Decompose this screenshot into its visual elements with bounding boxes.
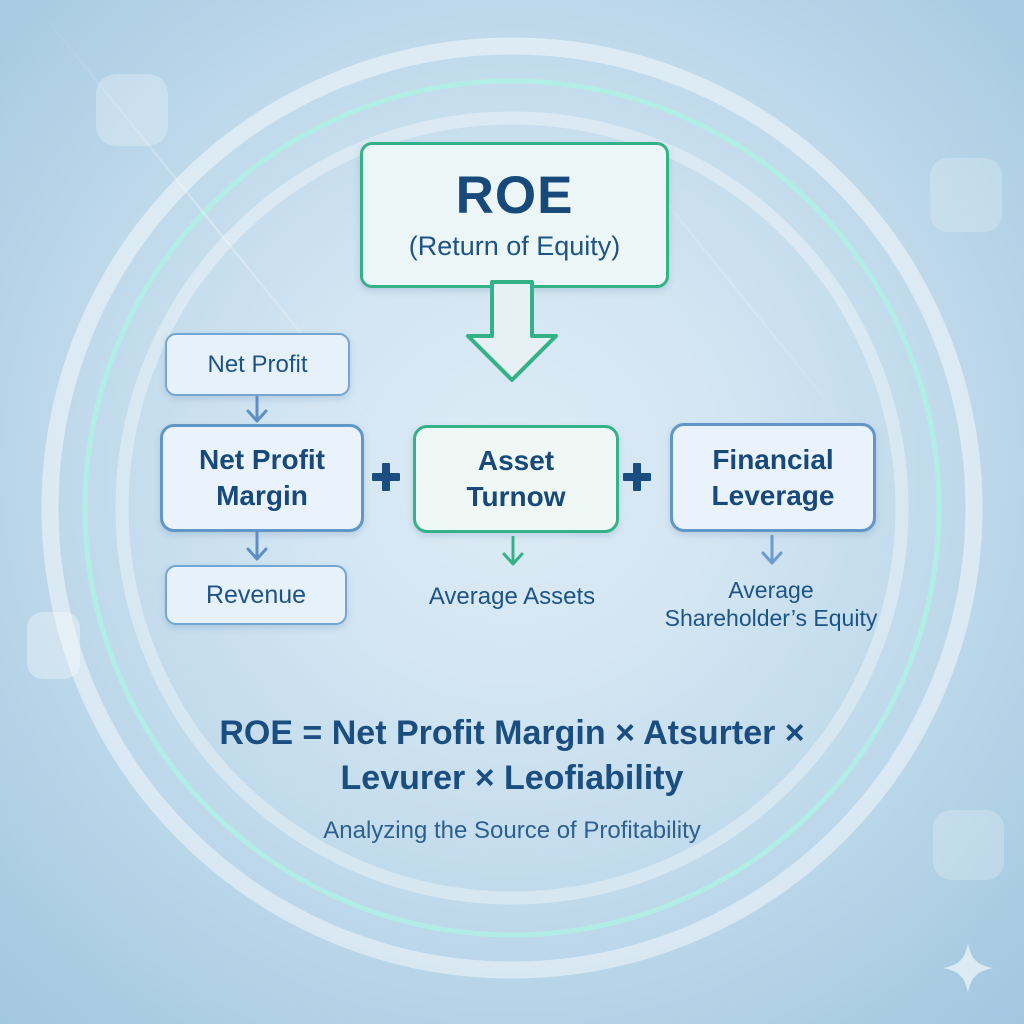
formula-line2: Levurer × Leofiability [340,759,684,797]
roe-node: ROE (Return of Equity) [360,142,669,288]
average-assets-label: Average Assets [428,583,596,610]
asset-turnover-node: Asset Turnow [413,425,619,533]
net-profit-label: Net Profit [207,350,308,378]
financial-leverage-line2: Leverage [711,479,835,511]
plus-operator-icon: + [623,463,651,491]
diagram-caption: Analyzing the Source of Profitability [323,817,701,844]
decor-rounded-square [27,612,80,679]
plus-operator-text: + [372,463,373,464]
revenue-node: Revenue [165,565,347,625]
avg-equity-line2: Shareholder’s Equity [664,605,878,631]
net-profit-margin-node: Net Profit Margin [160,424,364,532]
decor-rounded-square [933,810,1004,880]
decor-rounded-square [930,158,1002,232]
asset-turnover-line1: Asset [477,445,555,476]
asset-turnover-title: Asset Turnow [466,443,565,515]
formula-line1: ROE = Net Profit Margin × Atsurter × [219,714,805,752]
plus-operator-text: + [623,463,624,464]
net-profit-margin-line1: Net Profit [199,444,325,475]
down-arrow-green-icon [502,536,524,566]
financial-leverage-title: Financial Leverage [712,442,835,514]
decor-rounded-square [96,74,168,146]
avg-equity-line1: Average [728,577,814,603]
sparkle-icon [942,942,994,994]
net-profit-margin-title: Net Profit Margin [199,442,325,514]
average-shareholders-equity-label: Average Shareholder’s Equity [640,576,902,632]
asset-turnover-line2: Turnow [466,481,566,512]
down-arrow-icon [246,531,268,561]
financial-leverage-node: Financial Leverage [670,423,876,532]
roe-title: ROE [455,165,574,225]
down-arrow-icon [246,396,268,423]
financial-leverage-line1: Financial [712,443,834,475]
plus-operator-icon: + [372,463,400,491]
net-profit-margin-line2: Margin [216,480,308,511]
big-down-arrow-icon [466,280,558,382]
revenue-label: Revenue [205,580,307,609]
down-arrow-icon [761,535,783,565]
roe-formula: ROE = Net Profit Margin × Atsurter × Lev… [0,711,1024,801]
net-profit-node: Net Profit [165,333,350,396]
roe-subtitle: (Return of Equity) [408,231,621,262]
